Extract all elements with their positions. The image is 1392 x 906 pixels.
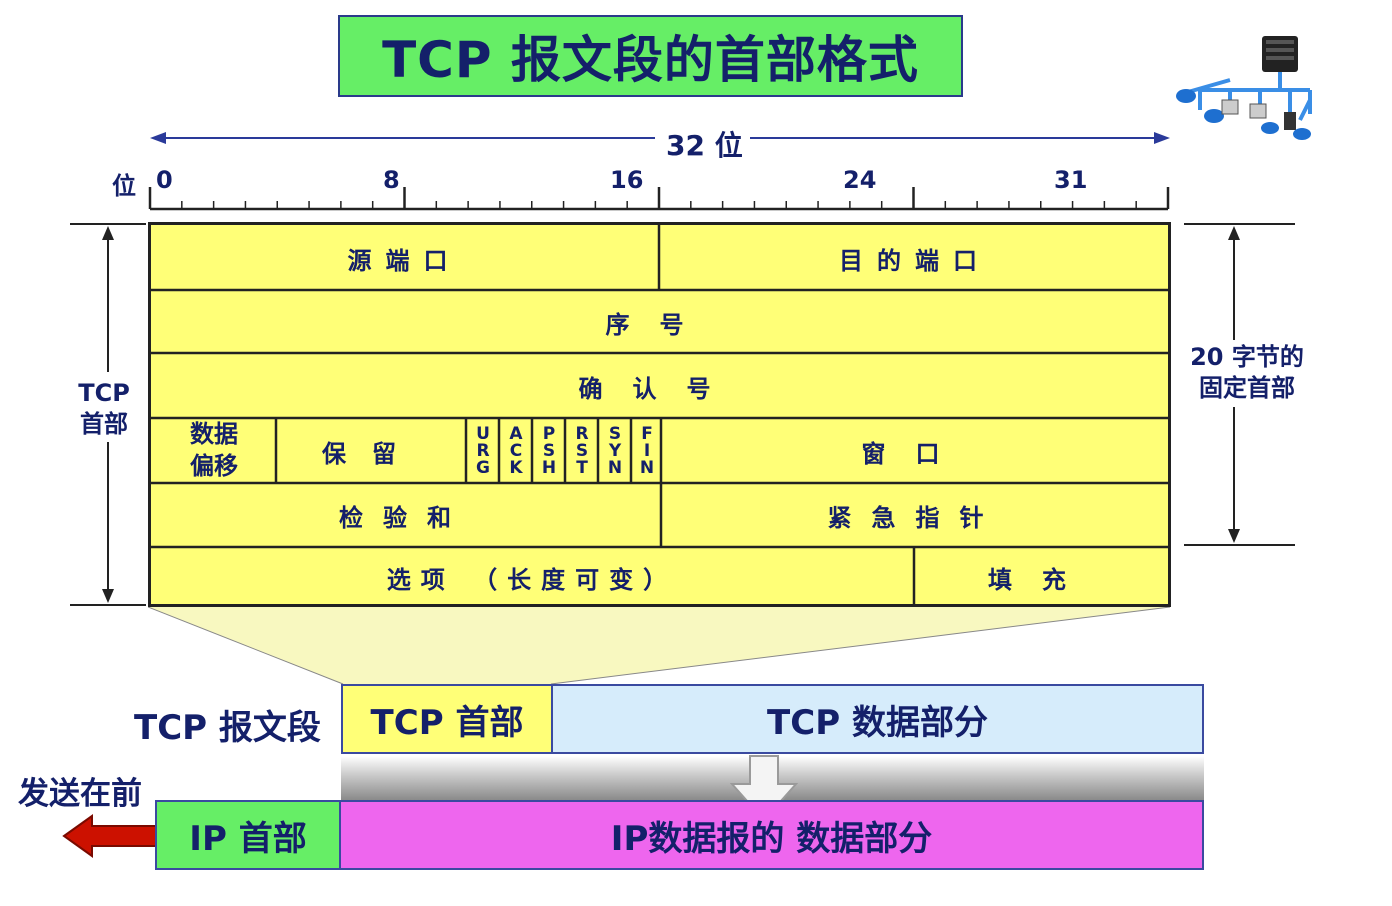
data-offset-field: 数据 偏移 [152,418,276,482]
send-first-label: 发送在前 [18,776,142,812]
fixed-header-side-line1: 20 字节的 [1190,343,1304,371]
left-arrow-icon [62,814,157,858]
flag-psh: P S H [533,420,565,482]
flag-fin: F I N [631,420,663,482]
flag-urg-letter: U [476,423,490,444]
ip-header-box: IP 首部 [155,800,341,870]
urgent-pointer-field: 紧急指针 [827,504,1004,532]
flag-ack-letter: A [509,423,523,444]
sequence-number-field: 序号 [605,310,714,339]
flag-fin-letter: N [639,457,655,478]
bit-label: 位 [112,172,136,200]
fixed-header-side-label: 20 字节的 固定首部 [1182,342,1312,404]
network-icon [1176,36,1312,140]
page-title: TCP 报文段的首部格式 [338,15,963,97]
data-offset-line2: 偏移 [190,452,238,480]
bit-ruler [148,187,1170,211]
expansion-wedge [148,607,1171,685]
flag-rst: R S T [566,420,598,482]
tcp-header-side-line1: TCP [78,379,130,407]
flag-syn-letter: Y [608,440,622,461]
flag-fin-letter: F [641,423,653,444]
flag-syn: S Y N [599,420,631,482]
header-grid-lines [148,222,1171,607]
tcp-data-box-label: TCP 数据部分 [767,702,988,743]
checksum-field: 检验和 [339,504,471,532]
flag-urg-letter: R [476,440,490,461]
dest-port-field: 目的端口 [839,246,991,275]
tick-label-16: 16 [610,166,644,194]
ip-header-box-label: IP 首部 [189,818,307,859]
tcp-header-box: TCP 首部 [341,684,553,754]
fixed-header-bracket [1184,223,1295,546]
ip-data-box-label: IP数据报的 数据部分 [610,818,933,859]
tcp-header-side-line2: 首部 [80,410,128,438]
ip-data-box: IP数据报的 数据部分 [339,800,1204,870]
tcp-segment-label: TCP 报文段 [134,708,321,748]
tcp-header-side-label: TCP 首部 [68,378,140,440]
fixed-header-side-line2: 固定首部 [1199,374,1295,402]
padding-field: 填充 [988,565,1096,594]
tcp-header-box-label: TCP 首部 [370,702,524,743]
data-offset-line1: 数据 [190,420,238,448]
source-port-field: 源端口 [347,246,462,275]
width-arrow [150,132,1170,144]
flag-syn-letter: N [607,457,623,478]
flag-urg: U R G [467,420,499,482]
width-label: 32 位 [666,129,743,162]
tick-label-24: 24 [843,166,877,194]
flag-psh-letter: P [542,423,556,444]
tick-label-0: 0 [156,166,173,194]
flag-fin-letter: I [643,440,651,461]
tcp-data-box: TCP 数据部分 [551,684,1204,754]
options-field: 选项 （长度可变） [386,565,678,594]
flag-ack-letter: K [509,457,523,478]
flag-rst-letter: R [575,423,589,444]
tick-label-31: 31 [1054,166,1088,194]
flag-rst-letter: S [575,440,589,461]
ack-number-field: 确认号 [578,374,741,403]
flag-syn-letter: S [608,423,622,444]
flag-psh-letter: S [542,440,556,461]
flag-rst-letter: T [576,457,588,478]
flag-ack: A C K [500,420,532,482]
tcp-header-bracket [70,223,146,606]
flag-ack-letter: C [509,440,523,461]
tick-label-8: 8 [383,166,400,194]
flag-psh-letter: H [541,457,557,478]
flag-urg-letter: G [476,457,490,478]
window-field: 窗口 [861,439,970,468]
reserved-field: 保留 [322,439,422,468]
